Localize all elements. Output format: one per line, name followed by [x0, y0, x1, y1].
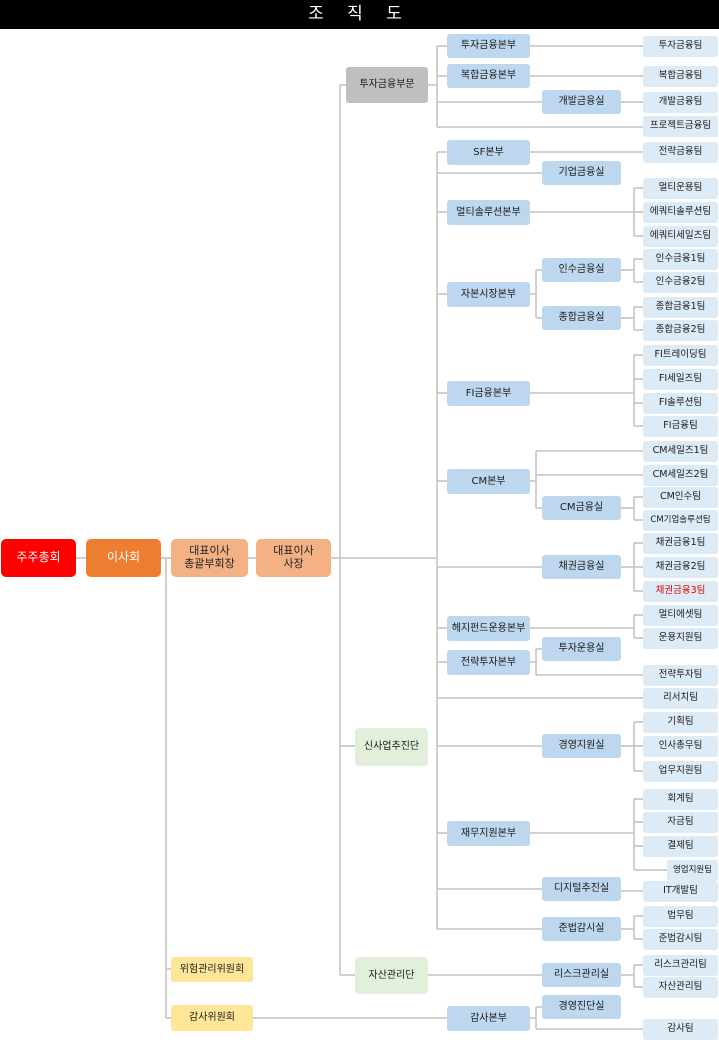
- office-enterprise-finance: 기업금융실: [542, 161, 621, 185]
- team-strategic-finance: 전략금융팀: [643, 142, 718, 163]
- team-treasury: 자금팀: [643, 812, 718, 833]
- team-equity-solution: 에쿼티솔루션팀: [643, 202, 718, 223]
- hq-investment-finance: 투자금융본부: [447, 34, 530, 58]
- hq-finance-support: 재무지원본부: [447, 821, 530, 846]
- team-research: 리서치팀: [643, 688, 718, 709]
- risk-committee-box: 위험관리위원회: [171, 957, 253, 982]
- team-multi-operation: 멀티운용팀: [643, 178, 718, 199]
- team-fi-finance: FI금융팀: [643, 416, 718, 437]
- ceo-box: 대표이사 사장: [256, 539, 331, 577]
- division-investment-banking: 투자금융부문: [346, 67, 428, 103]
- team-legal: 법무팀: [643, 906, 718, 927]
- team-bond-finance-1: 채권금융1팀: [643, 533, 718, 554]
- team-compliance: 준법감시팀: [643, 929, 718, 950]
- audit-committee-box: 감사위원회: [171, 1005, 253, 1031]
- team-cm-acquisition: CM인수팀: [643, 487, 718, 508]
- team-investment-finance: 투자금융팀: [643, 36, 718, 57]
- hq-capital-market: 자본시장본부: [447, 282, 530, 307]
- office-integrated-finance: 종합금융실: [542, 306, 621, 330]
- team-strategic-investment: 전략투자팀: [643, 665, 718, 686]
- team-accounting: 회계팀: [643, 789, 718, 810]
- hq-multi-solution: 멀티솔루션본부: [447, 200, 530, 225]
- shareholders-meeting-box: 주주총회: [1, 539, 76, 577]
- division-asset-management: 자산관리단: [355, 957, 428, 994]
- page-title: 조 직 도: [0, 0, 719, 29]
- office-cm-finance: CM금융실: [542, 496, 621, 520]
- team-risk-management: 리스크관리팀: [643, 955, 718, 976]
- team-fi-trading: FI트레이딩팀: [643, 345, 718, 366]
- team-planning: 기획팀: [643, 712, 718, 733]
- hq-hedge-fund: 헤지펀드운용본부: [447, 616, 530, 641]
- office-bond-finance: 채권금융실: [542, 555, 621, 579]
- team-sales-support: 영업지원팀: [667, 860, 718, 881]
- team-integrated-finance-1: 종합금융1팀: [643, 297, 718, 318]
- office-management-diagnosis: 경영진단실: [542, 995, 621, 1019]
- office-risk-management: 리스크관리실: [542, 963, 621, 987]
- team-acquisition-finance-1: 인수금융1팀: [643, 249, 718, 270]
- team-asset-management: 자산관리팀: [643, 977, 718, 998]
- division-new-business: 신사업추진단: [355, 728, 428, 766]
- hq-cm: CM본부: [447, 469, 530, 494]
- team-fi-sales: FI세일즈팀: [643, 369, 718, 390]
- team-project-finance: 프로젝트금융팀: [643, 116, 718, 137]
- office-digital-promotion: 디지털추진실: [542, 877, 621, 901]
- team-settlement: 결제팀: [643, 836, 718, 857]
- team-cm-sales-1: CM세일즈1팀: [643, 441, 718, 462]
- team-cm-sales-2: CM세일즈2팀: [643, 465, 718, 486]
- team-business-support: 업무지원팀: [643, 761, 718, 782]
- team-bond-finance-3: 채권금융3팀: [643, 581, 718, 602]
- office-acquisition-finance: 인수금융실: [542, 258, 621, 282]
- team-audit: 감사팀: [643, 1019, 718, 1040]
- office-compliance-audit: 준법감시실: [542, 917, 621, 941]
- team-cm-corporate-solution: CM기업솔루션팀: [643, 510, 718, 531]
- team-integrated-finance-2: 종합금융2팀: [643, 320, 718, 341]
- team-equity-sales: 에쿼티세일즈팀: [643, 226, 718, 247]
- team-bond-finance-2: 채권금융2팀: [643, 557, 718, 578]
- vice-chairman-box: 대표이사 총괄부회장: [171, 539, 248, 577]
- hq-audit: 감사본부: [447, 1006, 530, 1031]
- team-complex-finance: 복합금융팀: [643, 66, 718, 87]
- team-it-development: IT개발팀: [643, 881, 718, 902]
- hq-complex-finance: 복합금융본부: [447, 64, 530, 88]
- office-investment-operation: 투자운용실: [542, 637, 621, 661]
- team-operation-support: 운용지원팀: [643, 628, 718, 649]
- team-hr-general: 인사총무팀: [643, 736, 718, 757]
- board-of-directors-box: 이사회: [86, 539, 161, 577]
- hq-fi-finance: FI금융본부: [447, 381, 530, 406]
- team-multi-asset: 멀티에셋팀: [643, 605, 718, 626]
- team-development-finance: 개발금융팀: [643, 92, 718, 113]
- hq-sf: SF본부: [447, 140, 530, 165]
- office-development-finance: 개발금융실: [542, 90, 621, 114]
- office-management-support: 경영지원실: [542, 734, 621, 758]
- team-acquisition-finance-2: 인수금융2팀: [643, 272, 718, 293]
- team-fi-solution: FI솔루션팀: [643, 393, 718, 414]
- hq-strategic-investment: 전략투자본부: [447, 650, 530, 675]
